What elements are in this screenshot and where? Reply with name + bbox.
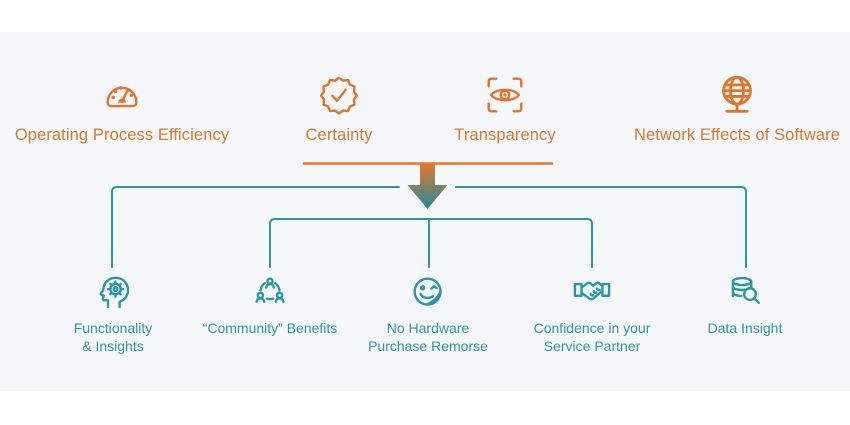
top-item-label: Network Effects of Software bbox=[634, 126, 840, 144]
top-item-certainty: Certainty bbox=[219, 72, 459, 146]
globe-icon bbox=[714, 72, 760, 118]
top-item-label: Certainty bbox=[305, 126, 373, 144]
database-search-icon bbox=[725, 272, 765, 312]
bottom-item-label: Functionality & Insights bbox=[73, 320, 153, 355]
wink-face-icon bbox=[408, 272, 448, 312]
head-gear-icon bbox=[93, 272, 133, 312]
top-item-label: Operating Process Efficiency bbox=[14, 126, 230, 144]
gauge-icon bbox=[99, 86, 145, 118]
bottom-item-functionality-insights: Functionality & Insights bbox=[23, 272, 203, 355]
bottom-item-community-benefits: “Community” Benefits bbox=[180, 272, 360, 337]
seal-check-icon bbox=[316, 72, 362, 118]
bottom-item-label: Confidence in your Service Partner bbox=[533, 320, 651, 355]
top-item-label: Transparency bbox=[454, 126, 556, 144]
eye-scan-icon bbox=[482, 72, 528, 118]
handshake-icon bbox=[572, 272, 612, 312]
bottom-item-confidence-service-partner: Confidence in your Service Partner bbox=[502, 272, 682, 355]
bottom-item-label: “Community” Benefits bbox=[202, 320, 338, 336]
bottom-item-data-insight: Data Insight bbox=[655, 272, 835, 337]
top-item-network-effects: Network Effects of Software bbox=[617, 72, 850, 146]
bottom-item-no-hardware-remorse: No Hardware Purchase Remorse bbox=[338, 272, 518, 355]
bottom-item-label: No Hardware Purchase Remorse bbox=[368, 320, 488, 355]
top-item-transparency: Transparency bbox=[385, 72, 625, 146]
bottom-item-label: Data Insight bbox=[707, 320, 783, 336]
people-network-icon bbox=[250, 272, 290, 312]
top-item-operating-process-efficiency: Operating Process Efficiency bbox=[2, 72, 242, 146]
